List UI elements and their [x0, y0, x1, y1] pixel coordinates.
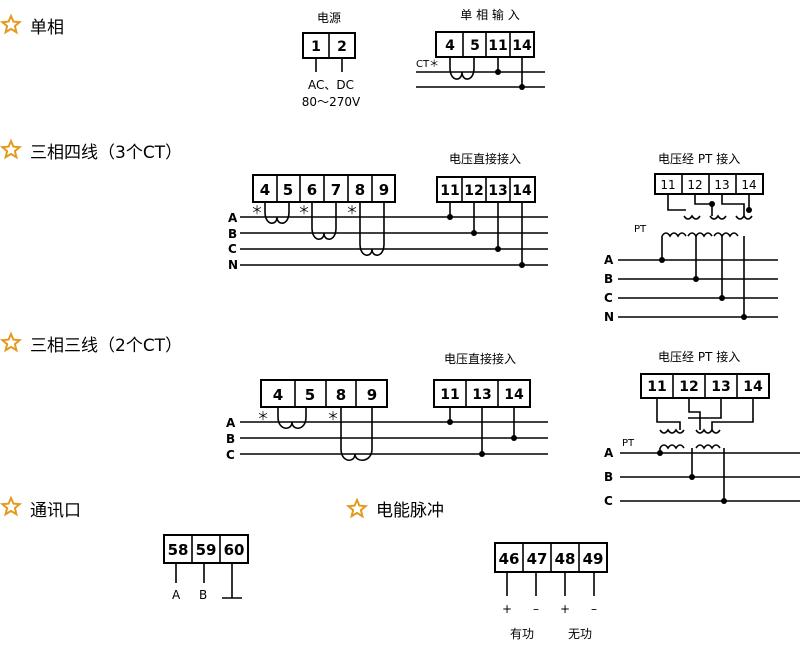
section-title-three-phase-four-wire: 三相四线（3个CT）: [30, 143, 182, 163]
terminal-label: 6: [307, 181, 317, 199]
terminal-label: 4: [445, 38, 455, 54]
bus-label-a: A: [604, 253, 614, 267]
terminal-label: 8: [355, 181, 365, 199]
comm-label-a: A: [172, 588, 181, 602]
section-title-comm-port: 通讯口: [30, 501, 81, 521]
bus-label-c: C: [228, 242, 237, 256]
comm-label-b: B: [199, 588, 207, 602]
terminal-label: 7: [331, 181, 341, 199]
pt-mark: PT: [622, 438, 635, 449]
power-label: 电源: [317, 11, 341, 25]
terminal-label: 12: [679, 379, 698, 395]
section-title-single-phase: 单相: [30, 18, 64, 38]
terminal-label: 59: [196, 541, 217, 559]
power-spec-type: AC、DC: [308, 78, 354, 92]
ct-polarity-mark: ＊: [251, 203, 263, 217]
pt-transformers: [661, 194, 753, 238]
bus-label-n: N: [228, 258, 238, 272]
ct-coil-c: [340, 407, 373, 461]
three-wire-current-terminal-block: [260, 379, 388, 408]
terminal-label: 12: [687, 178, 702, 192]
three-wire-direct-terminal-block: [433, 379, 531, 408]
terminal-label: 14: [512, 183, 532, 199]
terminal-label: 9: [379, 181, 389, 199]
terminal-label: 48: [555, 550, 576, 568]
pt-transformers: [656, 398, 754, 450]
ct-coil-b: [311, 202, 337, 240]
ct-coil-a: [277, 407, 307, 429]
bus-label-c: C: [226, 448, 235, 462]
direct-voltage-label: 电压直接接入: [444, 351, 516, 366]
terminal-label: 46: [499, 550, 520, 568]
pulse-sign: –: [533, 602, 539, 616]
direct-voltage-label: 电压直接接入: [449, 151, 521, 166]
terminal-label: 9: [367, 386, 377, 404]
single-phase-input-terminal-block: [435, 31, 535, 58]
terminal-label: 11: [440, 387, 459, 403]
terminal-label: 14: [512, 38, 532, 54]
terminal-label: 11: [660, 178, 675, 192]
ct-coil-c: [359, 202, 385, 256]
terminal-label: 14: [504, 387, 524, 403]
bus-label-a: A: [228, 211, 238, 225]
bus-label-n: N: [604, 310, 614, 324]
pt-voltage-label: 电压经 PT 接入: [658, 151, 740, 166]
terminal-label: 8: [336, 386, 346, 404]
ct-coil: [449, 57, 475, 80]
star-outline-icon: [345, 497, 369, 519]
pt-voltage-label: 电压经 PT 接入: [658, 349, 740, 364]
pulse-sign: –: [591, 602, 597, 616]
section-title-energy-pulse: 电能脉冲: [376, 501, 444, 521]
terminal-label: 13: [472, 387, 491, 403]
bus-label-c: C: [604, 494, 613, 508]
section-title-three-phase-three-wire: 三相三线（2个CT）: [30, 336, 182, 356]
star-outline-icon: [0, 13, 23, 35]
terminal-label: 49: [583, 550, 604, 568]
pulse-sign: +: [560, 602, 570, 616]
power-spec-voltage: 80～270V: [302, 95, 361, 109]
pt-mark: PT: [634, 224, 647, 235]
ct-polarity-mark: ＊: [257, 409, 269, 423]
ct-polarity-mark: ＊: [327, 409, 339, 423]
terminal-label: 14: [741, 178, 756, 192]
terminal-label: 5: [283, 181, 293, 199]
ct-coil-a: [264, 202, 290, 224]
star-outline-icon: [0, 495, 23, 517]
ct-polarity-mark: CT＊: [416, 59, 439, 70]
terminal-label: 12: [464, 183, 483, 199]
comm-terminal-block: [163, 534, 249, 564]
bus-label-b: B: [604, 470, 613, 484]
terminal-label: 5: [470, 38, 480, 54]
pulse-sign: +: [502, 602, 512, 616]
terminal-label: 47: [527, 550, 548, 568]
bus-label-b: B: [604, 272, 613, 286]
star-outline-icon: [0, 138, 23, 160]
bus-label-c: C: [604, 291, 613, 305]
single-phase-input-label: 单 相 输 入: [460, 7, 519, 22]
terminal-label: 11: [440, 183, 459, 199]
star-outline-icon: [0, 331, 23, 353]
bus-label-a: A: [604, 446, 614, 460]
terminal-label: 4: [273, 386, 283, 404]
bus-label-b: B: [228, 227, 237, 241]
terminal-label: 4: [260, 181, 270, 199]
terminal-label: 5: [305, 386, 315, 404]
terminal-label: 13: [711, 379, 730, 395]
terminal-label: 1: [311, 39, 321, 55]
ct-polarity-mark: ＊: [298, 203, 310, 217]
terminal-label: 11: [647, 379, 666, 395]
terminal-label: 13: [714, 178, 729, 192]
ct-polarity-mark: ＊: [346, 203, 358, 217]
bus-label-b: B: [226, 432, 235, 446]
terminal-label: 11: [488, 38, 507, 54]
bus-label-a: A: [226, 416, 236, 430]
terminal-label: 14: [743, 379, 763, 395]
pulse-label-active: 有功: [510, 627, 534, 641]
terminal-label: 60: [224, 541, 245, 559]
pulse-label-reactive: 无功: [568, 627, 592, 641]
terminal-label: 2: [337, 39, 347, 55]
terminal-label: 13: [488, 183, 507, 199]
terminal-label: 58: [168, 541, 189, 559]
